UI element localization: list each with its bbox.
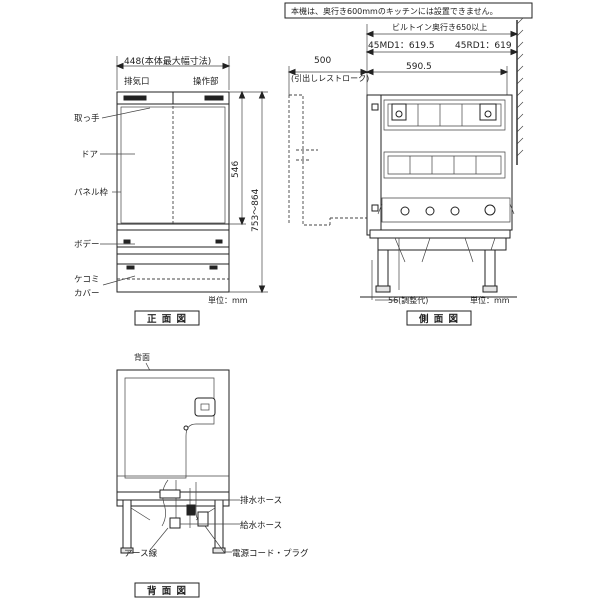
front-width-label: 448(本体最大幅寸法) (124, 55, 211, 67)
back-connector (194, 397, 216, 417)
side-caption-box (406, 310, 472, 326)
front-view: 448(本体最大幅寸法) 排気口 操作部 取っ手 ドア パネル枠 ボデー ケコ (74, 55, 268, 326)
back-label: 背面 (134, 352, 150, 362)
front-body (116, 229, 230, 255)
notice-text: 本機は、奥行き600mmのキッチンには設置できません。 (291, 6, 498, 16)
earth-wire-label: アース線 (124, 548, 158, 559)
drain-hose-label: 排水ホース (240, 495, 282, 506)
front-caption-box (134, 310, 200, 326)
body-label: ボデー (74, 239, 100, 250)
drawer-stroke-outline (288, 94, 370, 226)
control-panel (204, 95, 224, 101)
adjust-label: 56(調整代) (388, 295, 428, 305)
side-view: ビルトイン奥行き650以上 45MD1：619.5 45RD1：619 500 … (287, 17, 524, 326)
draw-stroke-value: 500 (314, 56, 331, 66)
back-caption: 背 面 図 (147, 585, 187, 597)
side-unit-label: 単位：mm (470, 295, 510, 305)
kick-cover-label-1: ケコミ (74, 275, 100, 285)
power-plug (197, 511, 209, 527)
back-caption-box (134, 582, 200, 598)
height-range-label: 753～864 (251, 188, 261, 232)
draw-stroke-label: (引出しレストローク) (291, 73, 369, 83)
height-546-label: 546 (231, 161, 241, 178)
handle-label: 取っ手 (74, 113, 100, 124)
notice-box (284, 2, 533, 19)
supply-hose-label: 給水ホース (240, 520, 282, 531)
control-panel-label: 操作部 (193, 76, 219, 87)
model1-depth-label: 45MD1：619.5 (368, 41, 435, 51)
back-view: 背面 排水ホース 給水ホース アース線 電源コード・プラグ 背 面 図 (116, 352, 309, 598)
back-cabinet (116, 369, 230, 507)
front-caption: 正 面 図 (147, 314, 187, 325)
exhaust-vent (123, 95, 147, 101)
builtin-depth-label: ビルトイン奥行き650以上 (392, 22, 487, 32)
drain-hose-end (186, 504, 196, 516)
exhaust-label: 排気口 (124, 76, 150, 87)
side-caption: 側 面 図 (418, 313, 459, 325)
supply-hose-end (169, 517, 181, 529)
kick-cover-label-2: カバー (74, 289, 100, 299)
panel-frame-label: パネル枠 (74, 187, 109, 198)
side-depth-label: 590.5 (406, 62, 432, 72)
front-unit-label: 単位：mm (208, 295, 248, 305)
power-cord-label: 電源コード・プラグ (232, 548, 309, 559)
model2-depth-label: 45RD1：619 (455, 41, 512, 51)
door-label: ドア (81, 150, 98, 160)
